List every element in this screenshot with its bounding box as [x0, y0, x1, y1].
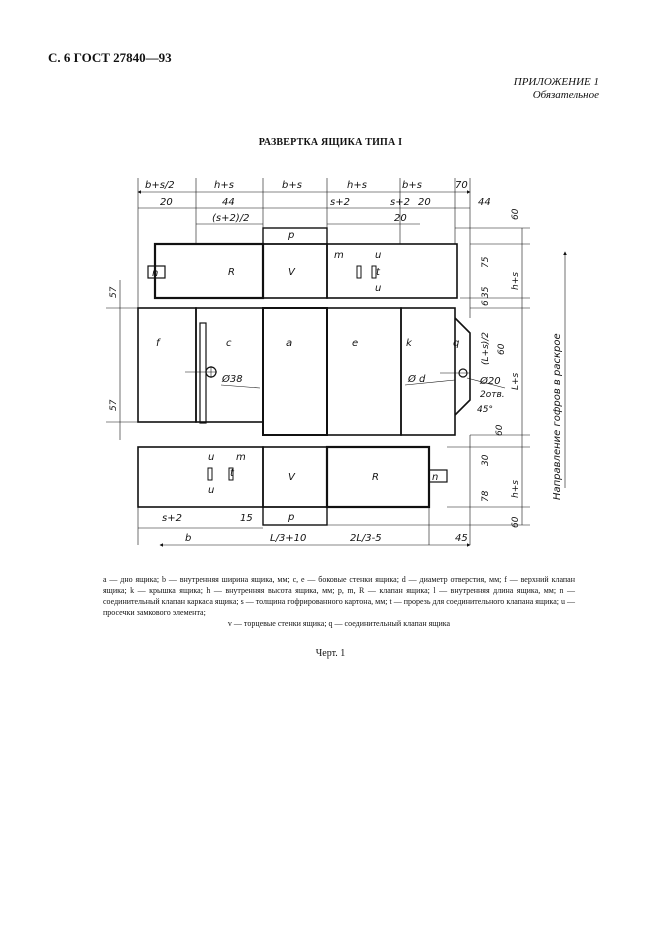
dim-bottom-4: L/3+10: [270, 533, 306, 544]
label-u-bottom-2: u: [208, 485, 214, 496]
dim-second-1: 20: [160, 197, 173, 208]
dim-right-12: 78: [481, 490, 491, 502]
dim-bottom-1: s+2: [162, 513, 182, 524]
label-q: q: [453, 338, 459, 349]
dim-right-11: h+s: [511, 480, 521, 498]
panel-m-top: [326, 243, 458, 299]
dim-second-3: s+2: [330, 197, 350, 208]
label-angle: 45°: [477, 405, 493, 415]
panel-f: [137, 307, 197, 423]
dim-second-6: 44: [478, 197, 491, 208]
dim-top-6: 70: [455, 180, 468, 191]
dim-bottom-5: 2L/3-5: [350, 533, 382, 544]
label-c: c: [226, 338, 232, 349]
dim-right-2: 75: [481, 256, 491, 268]
flap-n-bottom: [428, 469, 448, 483]
dim-right-8: L+s: [511, 372, 521, 390]
dim-top-4: h+s: [347, 180, 367, 191]
dim-second-2: 44: [222, 197, 235, 208]
page-code: С. 6 ГОСТ 27840—93: [48, 50, 172, 65]
dim-right-7: 60: [497, 343, 507, 355]
label-a: a: [286, 338, 292, 349]
label-u-top-2: u: [375, 283, 381, 294]
drawing-title: РАЗВЕРТКА ЯЩИКА ТИПА I: [258, 137, 403, 148]
label-n-bottom: n: [432, 472, 438, 483]
flap-p-top: [262, 227, 328, 245]
dim-right-6: (L+s)/2: [481, 332, 491, 365]
legend-last-line: v — торцевые стенки ящика; q — соедините…: [227, 619, 451, 628]
dim-bottom-2: 15: [240, 513, 253, 524]
dim-right-13: 60: [511, 516, 521, 528]
appendix-title: ПРИЛОЖЕНИЕ 1: [513, 76, 599, 88]
dim-top-3: b+s: [282, 180, 302, 191]
label-t-bottom: t: [230, 468, 235, 479]
dim-right-5: 6: [481, 300, 491, 306]
label-R-bottom: R: [372, 472, 379, 483]
label-u-bottom-1: u: [208, 452, 214, 463]
panel-e: [326, 307, 402, 436]
label-diameter-20: Ø20: [479, 375, 501, 387]
label-t-top: t: [376, 267, 381, 278]
panel-R-top: [153, 242, 265, 300]
dim-right-9: 60: [495, 424, 505, 436]
flap-n-top: [147, 265, 166, 279]
panel-V-top: [262, 243, 328, 299]
dim-right-10: 30: [481, 454, 491, 466]
label-m-top: m: [334, 250, 344, 261]
figure-caption: Черт. 1: [315, 648, 346, 659]
grain-direction-label: Направление гофров в раскрое: [552, 333, 563, 500]
label-V-bottom: V: [288, 472, 296, 483]
dim-second-5: 20: [418, 197, 431, 208]
dim-top-5: b+s: [402, 180, 422, 191]
dim-top-1: b+s/2: [145, 180, 175, 191]
dim-top-2: h+s: [214, 180, 234, 191]
flap-p-bottom: [262, 506, 328, 526]
appendix-note: Обязательное: [532, 89, 599, 101]
panel-V-bottom: [262, 446, 328, 508]
panel-k: [400, 307, 456, 436]
dim-right-4: 35: [481, 286, 491, 298]
legend: a — дно ящика; b — внутренняя ширина ящи…: [103, 574, 575, 629]
flap-q: [454, 317, 471, 416]
legend-text: a — дно ящика; b — внутренняя ширина ящи…: [103, 575, 575, 617]
label-holes: 2отв.: [480, 390, 505, 400]
dim-bottom-6: 45: [455, 533, 468, 544]
dim-second-4: s+2: [390, 197, 410, 208]
dim-right-3: h+s: [511, 272, 521, 290]
label-e: e: [352, 338, 358, 349]
label-diameter-38: Ø38: [221, 373, 243, 385]
label-R-top: R: [228, 267, 235, 278]
label-diameter-d: Ø d: [407, 373, 426, 385]
dim-bottom-3: b: [185, 533, 191, 544]
panel-a: [262, 307, 328, 436]
label-n-top: n: [152, 268, 158, 279]
label-V-top: V: [288, 267, 296, 278]
label-u-top-1: u: [375, 250, 381, 261]
dim-left-2: 57: [109, 399, 119, 411]
dim-left-1: 57: [109, 286, 119, 298]
dim-third-1: (s+2)/2: [212, 213, 250, 224]
appendix-block: ПРИЛОЖЕНИЕ 1 Обязательное: [514, 76, 599, 102]
label-f: f: [156, 338, 161, 349]
label-p-top: p: [287, 230, 294, 241]
label-k: k: [406, 338, 413, 349]
label-m-bottom: m: [236, 452, 246, 463]
dim-right-1: 60: [511, 208, 521, 220]
label-p-bottom: p: [287, 512, 294, 523]
dim-third-2: 20: [394, 213, 407, 224]
